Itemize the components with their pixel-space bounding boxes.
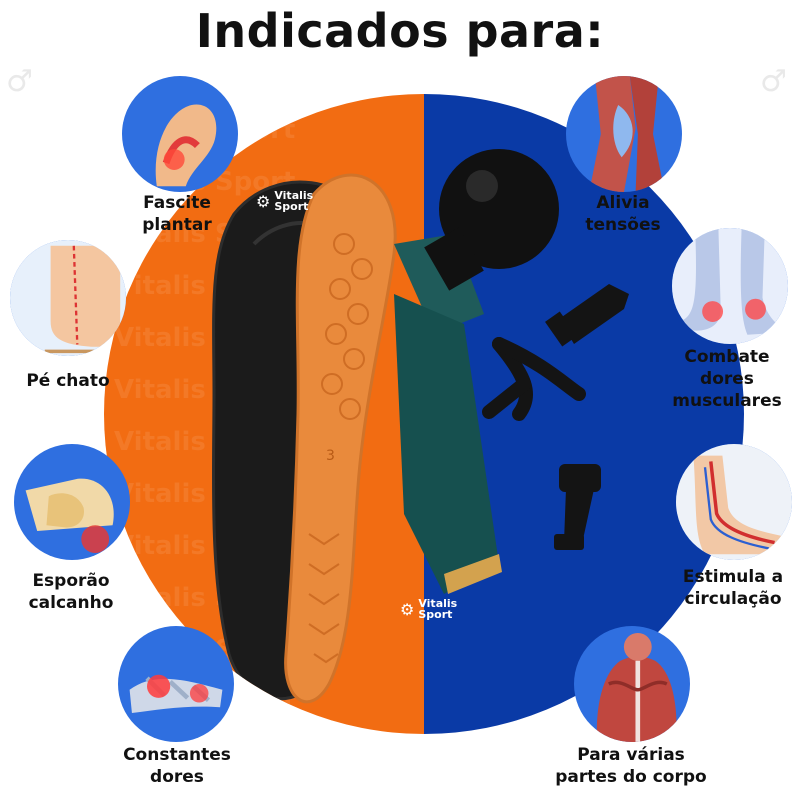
- knee-tension-icon: [566, 76, 682, 192]
- circulation-icon: [676, 444, 792, 560]
- product-circle: Vitalis Sport Vitalis Sport Vitalis Spor…: [104, 94, 744, 734]
- runner-watermark-icon: ♂: [760, 64, 787, 99]
- page-title: Indicados para:: [195, 4, 605, 58]
- product-illustration: 3: [211, 149, 629, 704]
- plantar-fasciitis-icon: [122, 76, 238, 192]
- brand-name: Vitalis: [274, 189, 314, 202]
- runner-logo-icon: ⚙: [256, 191, 271, 211]
- runner-watermark-icon: ♂: [6, 64, 33, 99]
- body-parts-icon: [574, 626, 690, 742]
- insole-size-label: 3: [326, 448, 335, 464]
- attachment-fork-icon: [482, 337, 586, 421]
- caption-pe-chato: Pé chato: [26, 371, 110, 391]
- brand-name: Vitalis: [418, 597, 458, 610]
- brand-subname: Sport: [274, 200, 309, 213]
- runner-logo-icon: ⚙: [400, 599, 415, 619]
- massage-gun-icon: [394, 149, 559, 594]
- attachment-flat-icon: [554, 464, 601, 550]
- flat-foot-icon: [10, 240, 126, 356]
- constant-pain-icon: [118, 626, 234, 742]
- heel-spur-icon: [14, 444, 130, 560]
- attachment-bullet-icon: [545, 284, 629, 347]
- muscle-pain-icon: [672, 228, 788, 344]
- insole-sole-icon: [284, 173, 397, 704]
- brand-subname: Sport: [418, 608, 453, 621]
